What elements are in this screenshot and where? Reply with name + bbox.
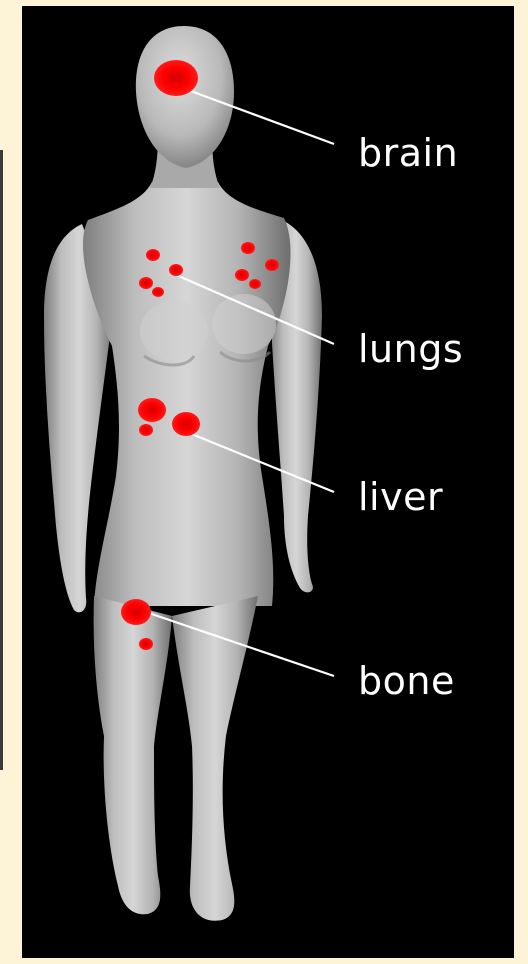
lung-lesion: [265, 259, 279, 271]
figure-panel: brain lungs liver bone: [22, 6, 514, 958]
label-bone: bone: [358, 662, 455, 700]
lung-lesion: [249, 279, 261, 289]
left-border: [0, 150, 3, 770]
liver-lesion: [138, 398, 166, 422]
lung-lesion: [169, 264, 183, 276]
left-leg: [94, 596, 172, 914]
lung-lesion: [152, 287, 164, 297]
label-liver: liver: [358, 478, 443, 516]
liver-lesion: [172, 412, 200, 436]
bone-lesion: [121, 599, 151, 625]
lung-lesion: [241, 242, 255, 254]
lung-lesion: [235, 269, 249, 281]
lung-lesion: [146, 249, 160, 261]
label-brain: brain: [358, 134, 458, 172]
label-lungs: lungs: [358, 330, 463, 368]
liver-lesion: [139, 424, 153, 436]
head: [136, 26, 234, 168]
brain-lesion: [154, 60, 198, 96]
lung-lesion: [139, 277, 153, 289]
mannequin: [44, 26, 322, 921]
torso: [83, 182, 290, 606]
bone-lesion: [139, 638, 153, 650]
